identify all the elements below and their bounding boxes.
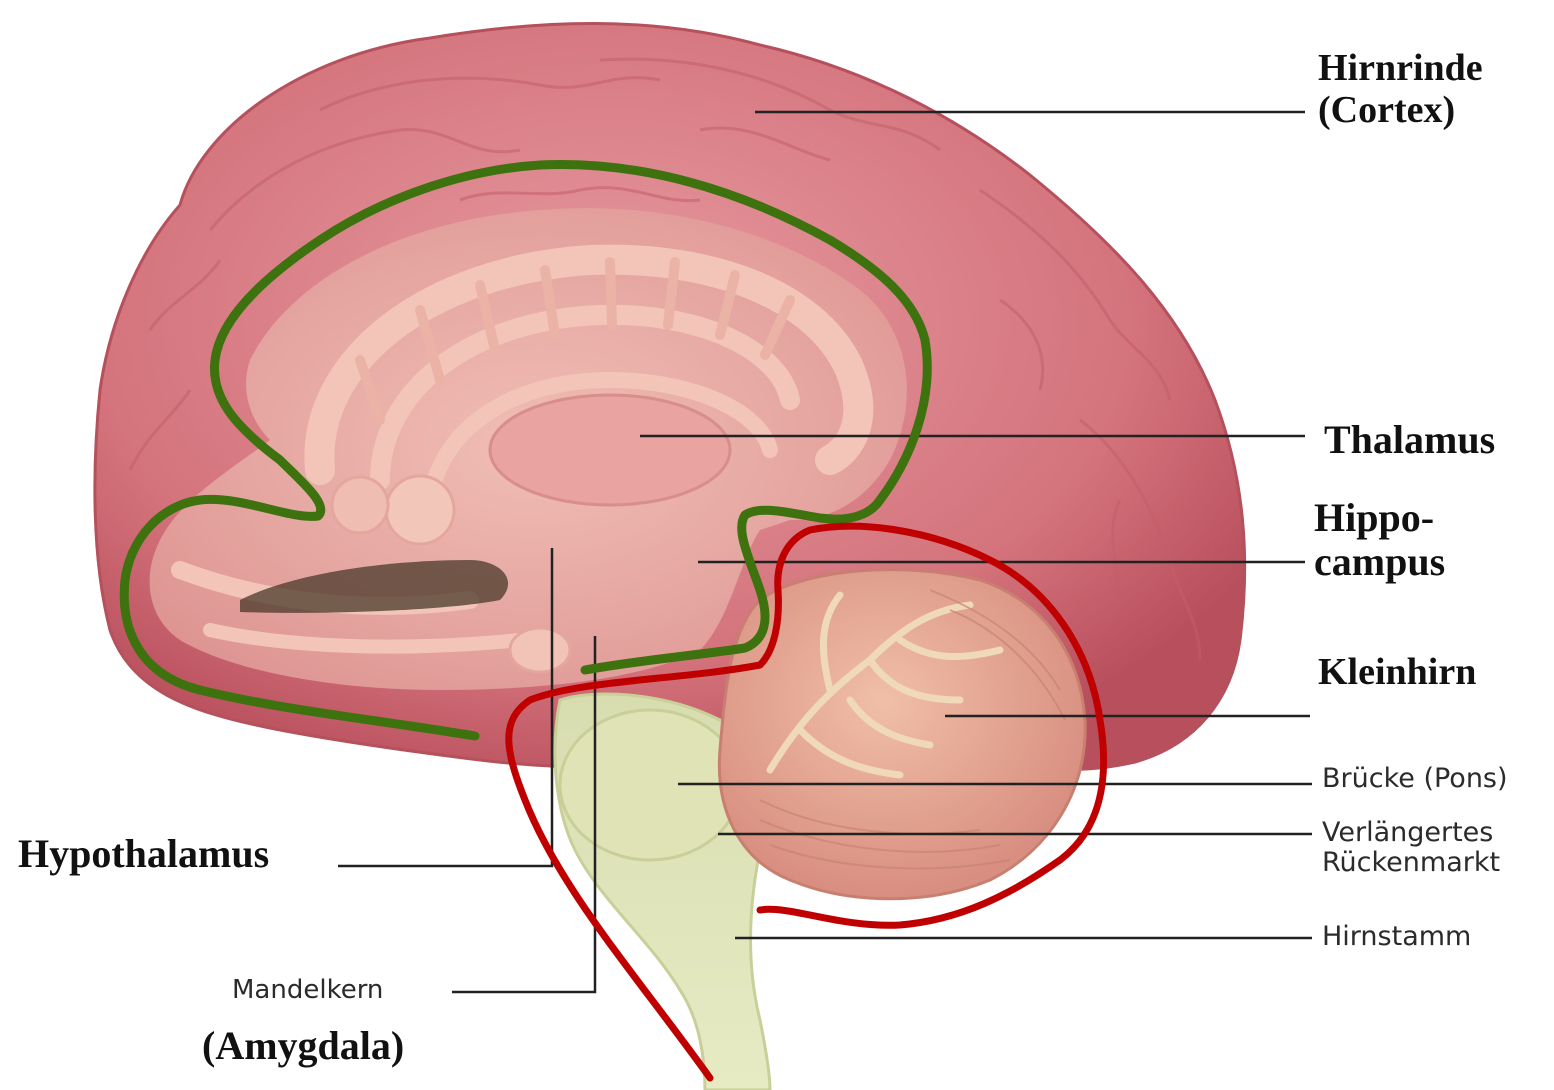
label-hirnstamm: Hirnstamm	[1322, 922, 1471, 952]
thalamus-shape	[490, 395, 730, 505]
label-medulla: Verlängertes Rückenmarkt	[1322, 818, 1500, 878]
label-amygdala: (Amygdala)	[202, 1024, 404, 1068]
label-mandelkern: Mandelkern	[232, 976, 383, 1005]
label-cortex-line2: (Cortex)	[1318, 90, 1483, 132]
label-cortex: Hirnrinde (Cortex)	[1318, 48, 1483, 132]
label-kleinhirn: Kleinhirn	[1318, 652, 1476, 694]
label-hippo-line2: campus	[1314, 540, 1445, 584]
label-verl-line1: Verlängertes	[1322, 818, 1500, 848]
label-verl-line2: Rückenmarkt	[1322, 848, 1500, 878]
knot-shape	[510, 628, 570, 672]
label-pons: Brücke (Pons)	[1322, 764, 1508, 794]
knot-shape	[386, 476, 454, 544]
knot-shape	[332, 477, 388, 533]
label-hypothalamus: Hypothalamus	[18, 832, 269, 876]
label-cortex-line1: Hirnrinde	[1318, 48, 1483, 90]
label-thalamus: Thalamus	[1324, 418, 1495, 462]
label-hippo-line1: Hippo-	[1314, 496, 1445, 540]
label-hippocampus: Hippo- campus	[1314, 496, 1445, 584]
